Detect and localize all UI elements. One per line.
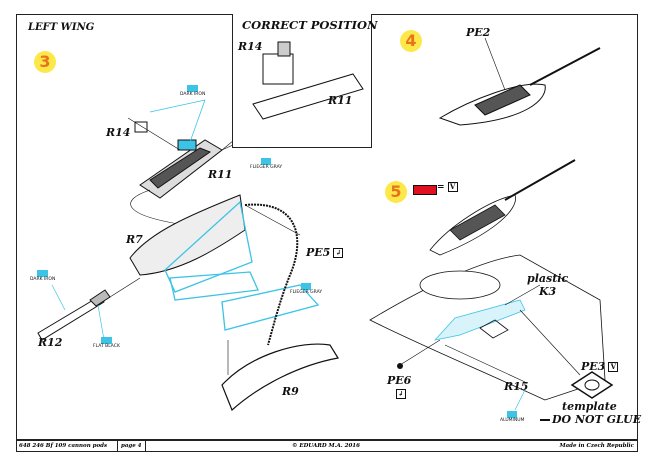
label-r11: R11 bbox=[208, 168, 233, 181]
paint-callout: FLIEGER GRAY bbox=[290, 283, 322, 295]
k3-text: K3 bbox=[538, 285, 557, 298]
footer-bar: 648 246 Bf 109 cannon pods page 4 © EDUA… bbox=[16, 440, 638, 452]
paint-code-box bbox=[37, 270, 48, 277]
pod-housing-r7 bbox=[129, 194, 246, 276]
label-pe5: PE5↲ bbox=[306, 246, 344, 259]
paint-callout: DARK IRON bbox=[30, 270, 55, 282]
inset-title: CORRECT POSITION bbox=[242, 18, 378, 32]
pe6-text: PE6 bbox=[387, 374, 412, 387]
paint-name: FLAT BLACK bbox=[93, 344, 120, 349]
footer-copyright: © EDUARD M.A. 2016 bbox=[292, 443, 360, 449]
label-pe2: PE2 bbox=[466, 26, 491, 39]
paint-callout: FLAT BLACK bbox=[93, 337, 120, 349]
footer-made-in: Made in Czech Republic bbox=[559, 443, 634, 449]
paint-name: DARK IRON bbox=[180, 92, 206, 97]
step-number-3: 3 bbox=[34, 51, 56, 73]
paint-name: FLIEGER GRAY bbox=[250, 165, 283, 170]
step-number-4: 4 bbox=[400, 30, 422, 52]
part-r14 bbox=[134, 121, 148, 133]
paint-name: DARK IRON bbox=[30, 277, 56, 282]
label-pe6: PE6 ↲ bbox=[387, 374, 411, 400]
step4-assembly bbox=[438, 47, 601, 126]
photoetch-legend: =V bbox=[437, 182, 458, 193]
paint-callout: FLIEGER GRAY bbox=[250, 158, 282, 170]
paint-name: FLIEGER GRAY bbox=[290, 290, 323, 295]
cover-r9 bbox=[221, 343, 339, 412]
paint-code-box bbox=[507, 411, 518, 418]
do-not-glue-text: DO NOT GLUE bbox=[552, 413, 642, 426]
label-r7: R7 bbox=[126, 233, 143, 246]
step-number-5: 5 bbox=[385, 181, 407, 203]
section-title: LEFT WING bbox=[28, 22, 95, 33]
paint-code-box bbox=[260, 158, 272, 165]
bend-mark-icon: ↲ bbox=[395, 389, 406, 399]
pe5-text: PE5 bbox=[306, 246, 331, 259]
do-not-glue-note: DO NOT GLUE bbox=[540, 413, 641, 426]
do-not-glue-icon bbox=[540, 419, 550, 421]
label-inset-r11: R11 bbox=[328, 94, 353, 107]
bend-mark-icon: ↲ bbox=[333, 248, 344, 258]
label-r12: R12 bbox=[38, 336, 63, 349]
photoetch-red-marker bbox=[413, 185, 437, 195]
barrel-r12 bbox=[37, 289, 111, 341]
cannon-breech-r11 bbox=[139, 139, 223, 199]
paint-code-box bbox=[101, 337, 112, 344]
label-r15: R15 bbox=[504, 380, 529, 393]
plastic-text: plastic bbox=[527, 272, 569, 285]
inset-drawing bbox=[252, 41, 364, 120]
paint-name: ALUMINUM bbox=[500, 418, 525, 423]
template-shape bbox=[570, 371, 614, 399]
step5-wing bbox=[369, 159, 606, 401]
v-mark-icon: V bbox=[608, 362, 619, 372]
v-mark-icon: V bbox=[447, 182, 458, 192]
paint-code-box bbox=[187, 85, 198, 92]
paint-callout: DARK IRON bbox=[180, 85, 205, 97]
pe5-frames bbox=[164, 200, 320, 331]
label-r14: R14 bbox=[106, 126, 131, 139]
label-inset-r14: R14 bbox=[238, 40, 263, 53]
pe3-text: PE3 bbox=[581, 360, 606, 373]
correct-position-inset bbox=[232, 14, 372, 148]
footer-product: 648 246 Bf 109 cannon pods bbox=[19, 443, 108, 449]
paint-code-box bbox=[300, 283, 312, 290]
label-r9: R9 bbox=[282, 385, 299, 398]
footer-page: page 4 bbox=[117, 441, 146, 451]
template-label: template bbox=[562, 400, 617, 413]
equals-sign: = bbox=[437, 182, 445, 193]
paint-callout: ALUMINUM bbox=[500, 411, 524, 423]
